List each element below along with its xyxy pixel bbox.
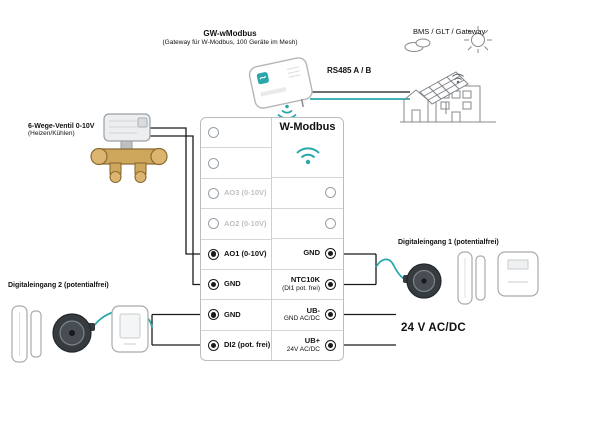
bms-label: BMS / GLT / Gateway bbox=[413, 27, 486, 36]
di1-thermostat-illustration bbox=[497, 251, 539, 297]
terminal-row: AO3 (0-10V) bbox=[201, 179, 271, 210]
di2-door-contact-illustration bbox=[11, 305, 42, 363]
terminal-circle bbox=[325, 217, 336, 229]
di1-window-sensor-illustration bbox=[403, 263, 442, 299]
terminal-label: AO2 (0-10V) bbox=[224, 218, 267, 228]
terminal-row: AO1 (0-10V) bbox=[201, 240, 271, 270]
terminal-label: AO1 (0-10V) bbox=[224, 248, 267, 258]
wire-lines bbox=[150, 91, 410, 346]
power-supply-label: 24 V AC/DC bbox=[401, 322, 466, 334]
wifi-icon bbox=[295, 147, 320, 165]
gateway-device-illustration bbox=[248, 57, 313, 109]
terminal-circle bbox=[325, 339, 336, 351]
terminal-circle bbox=[208, 127, 219, 139]
terminal-row bbox=[201, 118, 271, 149]
terminal-circle bbox=[208, 248, 219, 260]
terminal-column-right: W-Modbus GND bbox=[272, 118, 343, 360]
terminal-label: AO3 (0-10V) bbox=[224, 188, 267, 198]
terminal-label: UB-GND AC/DC bbox=[283, 305, 320, 323]
terminal-circle bbox=[208, 157, 219, 169]
terminal-row: UB-GND AC/DC bbox=[272, 300, 343, 331]
digital-input-1-label: Digitaleingang 1 (potentialfrei) bbox=[398, 239, 499, 246]
gateway-subtitle: (Gateway für W-Modbus, 100 Geräte im Mes… bbox=[162, 39, 298, 46]
six-way-valve-illustration bbox=[90, 113, 168, 184]
valve-subtitle: (Heizen/Kühlen) bbox=[28, 130, 75, 137]
terminal-row: AO2 (0-10V) bbox=[201, 209, 271, 240]
terminal-block: AO3 (0-10V) AO2 (0-10V) AO1 (0-10V) GND … bbox=[200, 117, 344, 361]
terminal-label: GND bbox=[224, 309, 241, 319]
terminal-row: GND bbox=[201, 300, 271, 331]
terminal-circle bbox=[208, 309, 219, 321]
terminal-row: DI2 (pot. frei) bbox=[201, 331, 271, 360]
terminal-circle bbox=[208, 339, 219, 351]
terminal-circle bbox=[325, 187, 336, 199]
terminal-row bbox=[272, 209, 343, 239]
wmodbus-label: W-Modbus bbox=[279, 121, 336, 133]
terminal-label: GND bbox=[303, 248, 320, 258]
valve-title: 6-Wege-Ventil 0-10V bbox=[28, 123, 95, 130]
valve-caption: 6-Wege-Ventil 0-10V (Heizen/Kühlen) bbox=[28, 123, 94, 137]
di1-door-contact-illustration bbox=[457, 251, 486, 305]
terminal-label: UB+24V AC/DC bbox=[286, 336, 320, 353]
gateway-caption: GW-wModbus (Gateway für W-Modbus, 100 Ge… bbox=[130, 29, 330, 46]
terminal-row: GND bbox=[201, 270, 271, 301]
digital-input-2-label: Digitaleingang 2 (potentialfrei) bbox=[8, 282, 109, 289]
wmodbus-brand-cell: W-Modbus bbox=[272, 118, 343, 178]
building-wifi-icon bbox=[452, 73, 464, 84]
gateway-title: GW-wModbus bbox=[203, 29, 257, 38]
terminal-label: GND bbox=[224, 279, 241, 289]
terminal-row: GND bbox=[272, 239, 343, 270]
terminal-circle bbox=[208, 279, 219, 291]
cloud-icon bbox=[404, 38, 431, 52]
terminal-circle bbox=[208, 187, 219, 199]
terminal-circle bbox=[208, 218, 219, 230]
terminal-row bbox=[201, 148, 271, 179]
terminal-row: UB+24V AC/DC bbox=[272, 331, 343, 361]
terminal-label: DI2 (pot. frei) bbox=[224, 340, 271, 349]
terminal-circle bbox=[325, 278, 336, 290]
di1-sensor-cable bbox=[375, 258, 405, 280]
terminal-circle bbox=[325, 248, 336, 260]
terminal-label: NTC10K(DI1 pot. frei) bbox=[282, 275, 320, 292]
sun-icon bbox=[464, 26, 492, 53]
terminal-column-left: AO3 (0-10V) AO2 (0-10V) AO1 (0-10V) GND … bbox=[201, 118, 272, 360]
di2-wall-switch-illustration bbox=[111, 305, 149, 353]
solar-panel bbox=[419, 71, 469, 114]
rs485-label: RS485 A / B bbox=[327, 66, 372, 75]
bms-building-illustration bbox=[400, 26, 496, 123]
terminal-row: NTC10K(DI1 pot. frei) bbox=[272, 270, 343, 300]
terminal-circle bbox=[325, 309, 336, 321]
di2-window-sensor-illustration bbox=[52, 313, 95, 353]
terminal-row bbox=[272, 178, 343, 209]
